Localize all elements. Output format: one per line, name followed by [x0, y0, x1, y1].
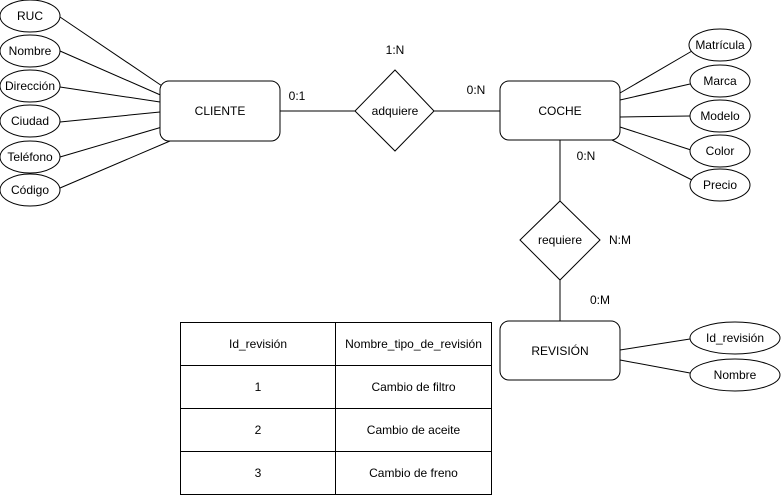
table-cell: Cambio de filtro: [335, 365, 492, 409]
attribute-color: Color: [689, 134, 751, 168]
cardinality-coche: 0:N: [467, 83, 486, 97]
attribute-label: Código: [11, 183, 49, 197]
cardinality-labels: 1:N 0:1 0:N 0:N N:M 0:M: [289, 43, 631, 307]
attribute-id-revision: Id_revisión: [689, 321, 781, 355]
table-cell: 2: [180, 408, 336, 452]
attribute-label: Nombre: [714, 368, 757, 382]
attribute-nombre: Nombre: [0, 34, 61, 68]
revision-attribute-connectors: [619, 338, 691, 374]
attribute-label: Precio: [703, 178, 737, 192]
relationship-adquiere: adquiere: [354, 69, 435, 152]
relationship-requiere: requiere: [519, 200, 601, 281]
table-header-cell: Id_revisión: [180, 322, 336, 366]
coche-attribute-connectors: [611, 50, 693, 181]
table-row: 1 Cambio de filtro: [180, 365, 492, 409]
coche-attributes: Matrícula Marca Modelo Color Precio: [688, 28, 752, 202]
attribute-label: Teléfono: [7, 150, 53, 164]
table-cell: 1: [180, 365, 336, 409]
revision-types-table: Id_revisión Nombre_tipo_de_revisión 1 Ca…: [180, 322, 492, 495]
relationship-connectors: [280, 110, 561, 321]
table-cell: Cambio de freno: [335, 451, 492, 495]
attribute-label: Nombre: [9, 44, 52, 58]
table-cell: 3: [180, 451, 336, 495]
cliente-attribute-connectors: [59, 16, 171, 189]
attribute-label: Id_revisión: [706, 331, 764, 345]
attribute-telefono: Teléfono: [0, 140, 61, 174]
cardinality-revision: 0:M: [590, 293, 610, 307]
table-row: 2 Cambio de aceite: [180, 408, 492, 452]
attribute-ruc: RUC: [0, 0, 61, 33]
table-header-row: Id_revisión Nombre_tipo_de_revisión: [180, 322, 492, 366]
table-row: 3 Cambio de freno: [180, 451, 492, 495]
cardinality-requiere: N:M: [609, 233, 631, 247]
attribute-marca: Marca: [689, 64, 751, 98]
attribute-label: RUC: [17, 9, 43, 23]
attribute-codigo: Código: [0, 173, 61, 207]
entity-revision: REVISIÓN: [499, 320, 621, 381]
attribute-direccion: Dirección: [0, 69, 61, 103]
attribute-modelo: Modelo: [689, 99, 751, 133]
attribute-label: Ciudad: [11, 114, 49, 128]
entity-coche: COCHE: [499, 80, 621, 141]
cardinality-cliente: 0:1: [289, 89, 306, 103]
entity-label: CLIENTE: [195, 104, 246, 118]
attribute-precio: Precio: [689, 168, 751, 202]
table-cell: Cambio de aceite: [335, 408, 492, 452]
attribute-label: Dirección: [5, 79, 55, 93]
relationship-label: adquiere: [372, 104, 419, 118]
attribute-label: Matrícula: [695, 38, 745, 52]
attribute-label: Marca: [703, 74, 737, 88]
attribute-label: Modelo: [700, 109, 740, 123]
relationship-label: requiere: [538, 233, 582, 247]
entity-cliente: CLIENTE: [159, 80, 281, 142]
table-header-cell: Nombre_tipo_de_revisión: [335, 322, 492, 366]
cardinality-adquiere: 1:N: [386, 43, 405, 57]
entity-label: COCHE: [538, 104, 581, 118]
attribute-nombre-revision: Nombre: [689, 358, 781, 392]
attribute-matricula: Matrícula: [688, 28, 752, 62]
cardinality-coche-requiere: 0:N: [577, 149, 596, 163]
attribute-label: Color: [706, 144, 735, 158]
cliente-attributes: RUC Nombre Dirección Ciudad Teléfono Cód…: [0, 0, 61, 207]
attribute-ciudad: Ciudad: [0, 104, 61, 138]
revision-attributes: Id_revisión Nombre: [689, 321, 781, 392]
entity-label: REVISIÓN: [531, 343, 588, 358]
